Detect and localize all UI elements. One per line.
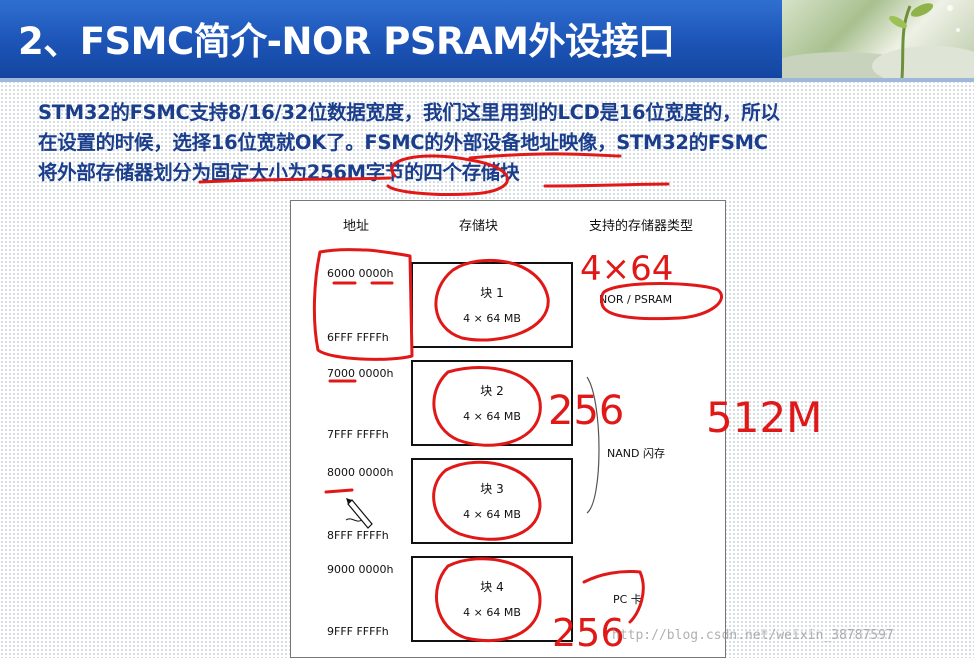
type-label-nand: NAND 闪存: [607, 447, 665, 460]
slide-title: 2、FSMC简介-NOR PSRAM外设接口: [18, 20, 675, 63]
header-plant-photo: [782, 0, 974, 78]
column-header-type: 支持的存储器类型: [589, 219, 694, 234]
column-header-block: 存储块: [459, 219, 499, 234]
intro-line-1: STM32的FSMC支持8/16/32位数据宽度，我们这里用到的LCD是16位宽…: [38, 101, 780, 124]
blog-watermark: http://blog.csdn.net/weixin_38787597: [612, 628, 894, 643]
fsmc-memory-map-figure: 地址 存储块 支持的存储器类型 6000 0000h 6FFF FFFFh 块 …: [290, 200, 726, 658]
intro-line-2: 在设置的时候，选择16位宽就OK了。FSMC的外部设备地址映像，STM32的FS…: [38, 131, 768, 154]
block-4-end-address: 9FFF FFFFh: [327, 625, 389, 638]
nand-bracket: [586, 376, 600, 514]
intro-paragraph: STM32的FSMC支持8/16/32位数据宽度，我们这里用到的LCD是16位宽…: [38, 98, 974, 188]
block-3-end-address: 8FFF FFFFh: [327, 529, 389, 542]
block-2-end-address: 7FFF FFFFh: [327, 428, 389, 441]
block-2-start-address: 7000 0000h: [327, 367, 394, 380]
slide-header: 2、FSMC简介-NOR PSRAM外设接口: [0, 0, 974, 78]
intro-line-3: 将外部存储器划分为固定大小为256M字节的四个存储块: [38, 161, 520, 184]
column-header-address: 地址: [343, 219, 370, 234]
plant-sprout-icon: [782, 3, 974, 78]
block-4-start-address: 9000 0000h: [327, 563, 394, 576]
block-3-start-address: 8000 0000h: [327, 466, 394, 479]
header-divider: [0, 78, 974, 82]
